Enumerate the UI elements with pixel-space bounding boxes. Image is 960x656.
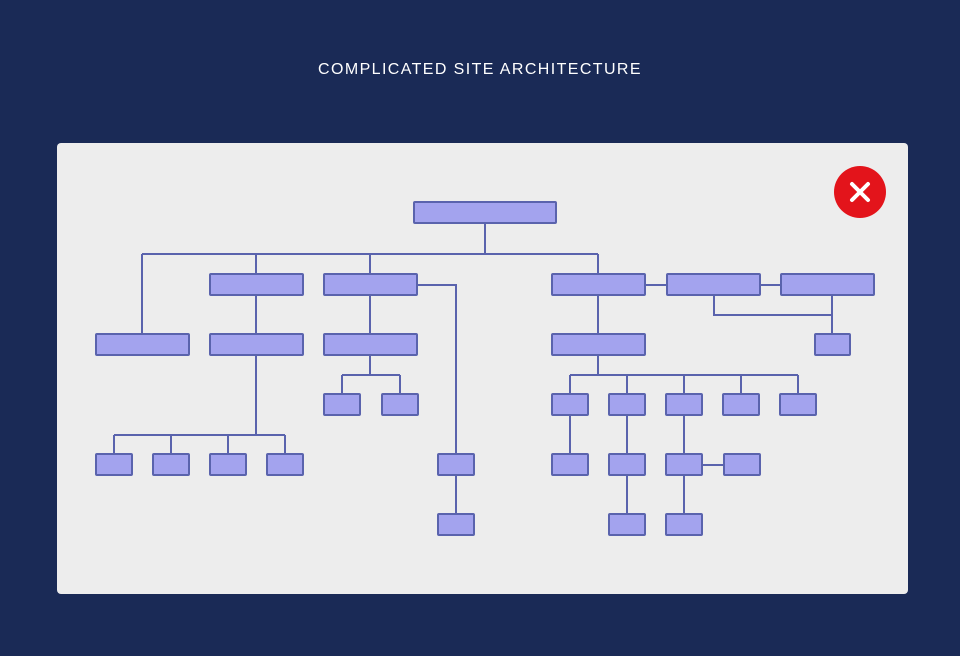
tree-node: [323, 393, 361, 416]
tree-node: [209, 453, 247, 476]
tree-node: [779, 393, 817, 416]
tree-node: [381, 393, 419, 416]
nodes: [95, 201, 875, 536]
tree-node: [722, 393, 760, 416]
tree-node: [437, 453, 475, 476]
error-badge: [834, 166, 886, 218]
tree-node: [551, 333, 646, 356]
connectors: [113, 223, 833, 514]
tree-node: [209, 273, 304, 296]
tree-node: [437, 513, 475, 536]
tree-node: [665, 393, 703, 416]
connector: [417, 284, 457, 454]
tree-node: [666, 273, 761, 296]
page-title: COMPLICATED SITE ARCHITECTURE: [318, 61, 642, 78]
tree-node: [665, 513, 703, 536]
tree-node: [608, 513, 646, 536]
tree-node: [551, 453, 589, 476]
tree-node: [95, 333, 190, 356]
tree-node: [665, 453, 703, 476]
tree-node: [608, 393, 646, 416]
tree-node: [95, 453, 133, 476]
tree-node: [323, 333, 418, 356]
tree-node: [780, 273, 875, 296]
tree-node: [209, 333, 304, 356]
tree-node: [323, 273, 418, 296]
tree-node: [551, 393, 589, 416]
tree-node: [266, 453, 304, 476]
tree-node: [551, 273, 646, 296]
tree-node: [814, 333, 851, 356]
tree-node: [152, 453, 190, 476]
root-node: [413, 201, 557, 224]
close-icon: [850, 182, 870, 202]
connector: [713, 296, 832, 316]
tree-node: [723, 453, 761, 476]
tree-node: [608, 453, 646, 476]
